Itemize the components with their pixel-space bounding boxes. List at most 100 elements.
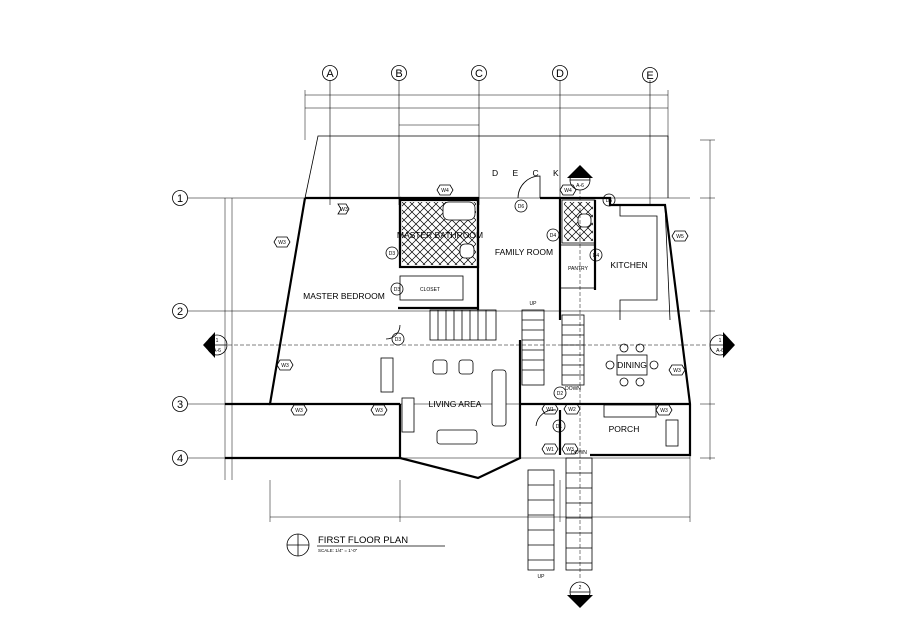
svg-text:1: 1 bbox=[719, 338, 722, 344]
sofa-bottom bbox=[436, 429, 478, 445]
svg-text:D5: D5 bbox=[606, 198, 613, 204]
room-label-master-bedroom: MASTER BEDROOM bbox=[303, 291, 385, 301]
window-tag: W4 bbox=[559, 184, 577, 196]
svg-text:W3: W3 bbox=[673, 368, 681, 374]
room-label-kitchen: KITCHEN bbox=[610, 260, 647, 270]
svg-text:W3: W3 bbox=[375, 408, 383, 414]
svg-text:D2: D2 bbox=[557, 391, 564, 397]
door-tag: D4 bbox=[589, 248, 603, 262]
grid-bubble-d: D bbox=[552, 65, 568, 81]
grid-bubble-c: C bbox=[471, 65, 487, 81]
room-label-pantry: PANTRY bbox=[568, 266, 588, 272]
svg-text:D6: D6 bbox=[518, 204, 525, 210]
grid-bubble-2: 2 bbox=[172, 303, 188, 319]
svg-text:E: E bbox=[646, 70, 653, 82]
bathtub bbox=[442, 201, 476, 221]
room-label-closet: CLOSET bbox=[420, 287, 440, 293]
window-tag: W2 bbox=[563, 403, 581, 415]
chair-3 bbox=[619, 377, 629, 387]
window-tag: W5 bbox=[671, 230, 689, 242]
door-tags: D6 D5 D3 D4 D4 D3 D3 D2 D1 bbox=[385, 193, 616, 433]
grid-bubble-a: A bbox=[322, 65, 338, 81]
stairs: UP DOWN UP bbox=[429, 301, 593, 580]
svg-text:D4: D4 bbox=[550, 233, 557, 239]
furniture bbox=[380, 343, 679, 447]
svg-text:W3: W3 bbox=[660, 408, 668, 414]
grid-column-bubbles: A B C D E bbox=[322, 65, 658, 83]
svg-text:A: A bbox=[326, 68, 334, 80]
svg-text:1: 1 bbox=[216, 338, 219, 344]
window-tag: W3 bbox=[668, 364, 686, 376]
svg-text:2: 2 bbox=[579, 173, 582, 179]
window-tag: W3 bbox=[276, 359, 294, 371]
svg-text:W3: W3 bbox=[278, 240, 286, 246]
svg-text:W2: W2 bbox=[568, 407, 576, 413]
stair-treads-3 bbox=[562, 324, 584, 376]
stair-treads-1 bbox=[437, 310, 487, 340]
door-swings bbox=[385, 175, 557, 427]
svg-text:3: 3 bbox=[177, 399, 183, 411]
room-label-porch: PORCH bbox=[609, 424, 640, 434]
window-tag: W3 bbox=[273, 236, 291, 248]
svg-text:W3: W3 bbox=[340, 207, 348, 213]
room-label-family-room: FAMILY ROOM bbox=[495, 247, 553, 257]
window-tag: W3 bbox=[561, 443, 579, 455]
room-labels: D E C K MASTER BATHROOM FAMILY ROOM KITC… bbox=[303, 168, 648, 434]
section-marker-bottom: 2 A-6 bbox=[567, 581, 593, 608]
svg-text:W3: W3 bbox=[566, 447, 574, 453]
stair-down-label-1: DOWN bbox=[565, 386, 581, 392]
section-marker-left: 1 A-6 bbox=[203, 332, 228, 358]
porch-chair bbox=[665, 419, 679, 447]
window-tag: W3 bbox=[655, 404, 673, 416]
svg-text:1: 1 bbox=[177, 193, 183, 205]
svg-text:W3: W3 bbox=[295, 408, 303, 414]
toilet bbox=[459, 243, 475, 259]
stair-treads-4 bbox=[528, 472, 592, 564]
svg-text:W4: W4 bbox=[564, 188, 572, 194]
grid-bubble-e: E bbox=[642, 67, 658, 83]
svg-text:D3: D3 bbox=[394, 287, 401, 293]
door-tag: D5 bbox=[602, 193, 616, 207]
sofa-right bbox=[491, 369, 507, 427]
plan-title: FIRST FLOOR PLAN bbox=[318, 535, 408, 546]
section-markers: 1 A-6 1 A-6 2 A-6 2 A-6 bbox=[203, 165, 735, 608]
svg-text:W1: W1 bbox=[546, 447, 554, 453]
stair-up-label-1: UP bbox=[530, 301, 538, 307]
chair-6 bbox=[649, 360, 659, 370]
svg-text:A-6: A-6 bbox=[213, 348, 221, 354]
svg-text:W5: W5 bbox=[676, 234, 684, 240]
stair-down-label-2: DOWN bbox=[571, 450, 587, 456]
door-tag: D4 bbox=[546, 228, 560, 242]
door-tag: D3 bbox=[391, 332, 405, 346]
bathroom-tile-hatch bbox=[402, 201, 593, 265]
armchair-1 bbox=[432, 359, 448, 375]
door-tag: D3 bbox=[390, 282, 404, 296]
svg-text:A-6: A-6 bbox=[716, 348, 724, 354]
porch-bench bbox=[603, 404, 657, 418]
armchair-2 bbox=[458, 359, 474, 375]
window-tag: W4 bbox=[436, 184, 454, 196]
tv-unit bbox=[401, 397, 415, 433]
svg-text:A-6: A-6 bbox=[576, 595, 584, 601]
chair-5 bbox=[605, 360, 615, 370]
svg-text:D4: D4 bbox=[593, 253, 600, 259]
grid-bubble-4: 4 bbox=[172, 450, 188, 466]
chair-1 bbox=[619, 343, 629, 353]
stair-treads-2 bbox=[522, 319, 544, 371]
svg-text:B: B bbox=[395, 68, 402, 80]
door-tag: D3 bbox=[385, 246, 399, 260]
section-marker-right: 1 A-6 bbox=[709, 332, 735, 358]
grid-bubble-b: B bbox=[391, 65, 407, 81]
grid-row-bubbles: 1 2 3 4 bbox=[172, 190, 188, 466]
window-tag: W3 bbox=[370, 404, 388, 416]
dining-table bbox=[616, 354, 648, 376]
svg-text:4: 4 bbox=[177, 453, 183, 465]
svg-text:D: D bbox=[556, 68, 564, 80]
window-tags: W3 W4 W3 W4 W3 W5 W3 W3 W3 W3 W1 W2 W1 W… bbox=[273, 184, 689, 455]
room-label-living-area: LIVING AREA bbox=[429, 399, 482, 409]
svg-text:D1: D1 bbox=[556, 424, 563, 430]
chair-4 bbox=[635, 377, 645, 387]
grid-bubble-3: 3 bbox=[172, 396, 188, 412]
chair-2 bbox=[635, 343, 645, 353]
plan-scale: SCALE: 1/4" = 1'-0" bbox=[318, 548, 358, 553]
